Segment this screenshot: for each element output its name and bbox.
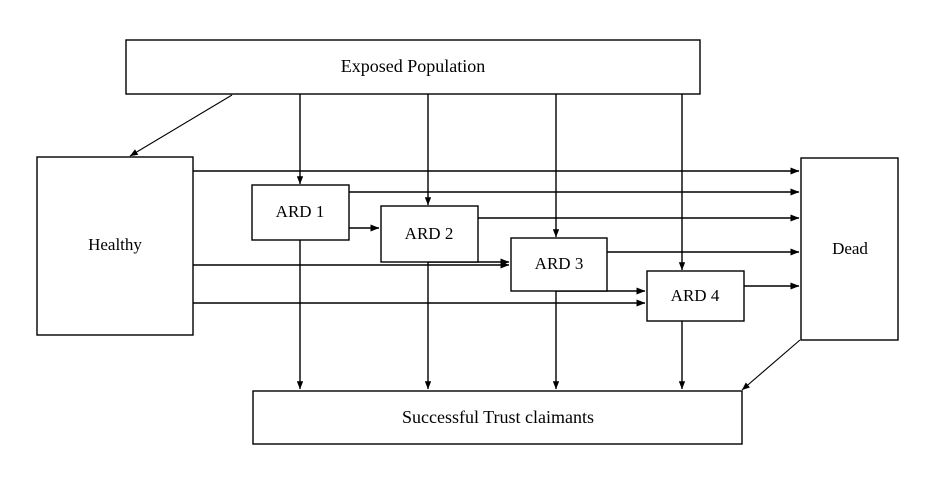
node-ard-4[interactable]: ARD 4 [646,270,745,322]
ard-2-box[interactable] [380,205,479,263]
ard-3-box[interactable] [510,237,608,292]
ard-3-label: ARD 3 [535,254,584,273]
ard-2-label: ARD 2 [405,224,454,243]
ard-4-box[interactable] [646,270,745,322]
ard-1-box[interactable] [251,184,350,241]
node-ard-2[interactable]: ARD 2 [380,205,479,263]
successful-trust-claimants-box[interactable] [252,390,743,445]
healthy-box[interactable] [36,156,194,336]
exposed-population-label: Exposed Population [341,56,486,76]
exposed-population-box[interactable] [125,39,701,95]
node-exposed-population[interactable]: Exposed Population [125,39,701,95]
dead-label: Dead [832,239,868,258]
ard-1-label: ARD 1 [276,202,325,221]
node-dead[interactable]: Dead [800,157,899,341]
healthy-label: Healthy [88,235,142,254]
ard-4-label: ARD 4 [671,286,720,305]
dead-box[interactable] [800,157,899,341]
edge-exposed-to-healthy [129,94,233,157]
node-successful-trust-claimants[interactable]: Successful Trust claimants [252,390,743,445]
successful-trust-claimants-label: Successful Trust claimants [402,407,594,427]
node-ard-3[interactable]: ARD 3 [510,237,608,292]
node-healthy[interactable]: Healthy [36,156,194,336]
edge-dead-to-claimants [741,339,801,391]
node-ard-1[interactable]: ARD 1 [251,184,350,241]
